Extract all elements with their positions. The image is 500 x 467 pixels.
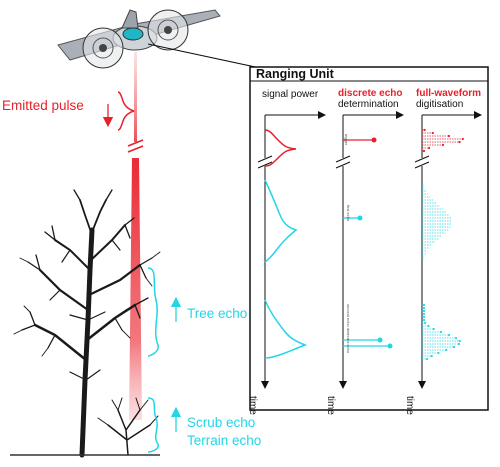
sample-point: [452, 345, 456, 349]
sample-point: [423, 128, 426, 132]
aircraft-icon: [57, 9, 221, 69]
emitted-pulse-label: Emitted pulse: [2, 98, 84, 113]
sample-point: [454, 336, 458, 340]
sample-point: [439, 330, 443, 334]
sample-point: [422, 312, 426, 316]
col1-axis-label: time: [247, 396, 258, 415]
col1-tree-return: [264, 179, 298, 263]
sample-point: [458, 339, 461, 343]
col2-label-second-echo: second echo: [346, 304, 351, 327]
scrub-echo-label: Scrub echo: [187, 415, 255, 430]
col2-label-detected-echo: detected echo: [346, 328, 351, 354]
sample-point: [461, 137, 464, 141]
sample-point: [422, 318, 426, 322]
shrub-icon: [97, 397, 159, 456]
sample-point: [427, 324, 430, 328]
sample-point: [447, 333, 451, 337]
col2-axis: [335, 115, 351, 389]
sample-point: [423, 321, 427, 325]
col2-label-trigger: trigger: [344, 134, 349, 146]
ranging-unit-title: Ranging Unit: [256, 67, 335, 81]
emitted-pulse-group: Emitted pulse: [2, 91, 135, 131]
col1-header: signal power: [262, 89, 319, 100]
sample-point: [427, 146, 431, 150]
sample-point: [447, 134, 451, 138]
pulse-waveform: [117, 91, 135, 131]
sample-point: [445, 348, 448, 352]
laser-beam: [127, 52, 144, 420]
col1-emitted-pulse: [264, 129, 297, 167]
sample-point: [432, 327, 435, 331]
col3-digitised-samples: [422, 128, 464, 361]
ranging-unit-panel: Ranging Unit signal power discrete echo …: [247, 66, 489, 415]
col2-header-line2: determination: [338, 99, 399, 110]
col3-header-line2: digitisation: [416, 99, 463, 110]
sample-point: [426, 357, 429, 361]
tree-echo-waveform: [147, 267, 159, 357]
sample-point: [430, 354, 433, 358]
col1-axis: [257, 115, 273, 389]
tree-icon: [13, 189, 161, 458]
tree-echo-label: Tree echo: [187, 306, 247, 321]
sample-point: [431, 131, 434, 135]
terrain-echo-label: Terrain echo: [187, 433, 261, 448]
echo-annotations: Tree echo Scrub echo Terrain echo: [147, 267, 261, 453]
sample-point: [422, 149, 426, 153]
sample-point: [457, 342, 461, 346]
sample-point: [422, 309, 426, 313]
sample-point: [458, 140, 461, 144]
col2-label-first-echo: first echo: [346, 205, 351, 222]
sample-point: [422, 315, 426, 319]
leader-line: [147, 43, 261, 69]
col3-axis-label: time: [404, 396, 415, 415]
col2-axis-label: time: [325, 396, 336, 415]
sample-point: [441, 143, 445, 147]
col2-header-line1: discrete echo: [338, 88, 402, 99]
col3-header-line1: full-waveform: [416, 88, 481, 99]
sample-point: [422, 306, 426, 310]
sample-point: [437, 351, 440, 355]
sample-point: [422, 303, 426, 307]
col1-ground-return: [264, 299, 308, 359]
scrub-echo-waveform: [147, 397, 159, 453]
